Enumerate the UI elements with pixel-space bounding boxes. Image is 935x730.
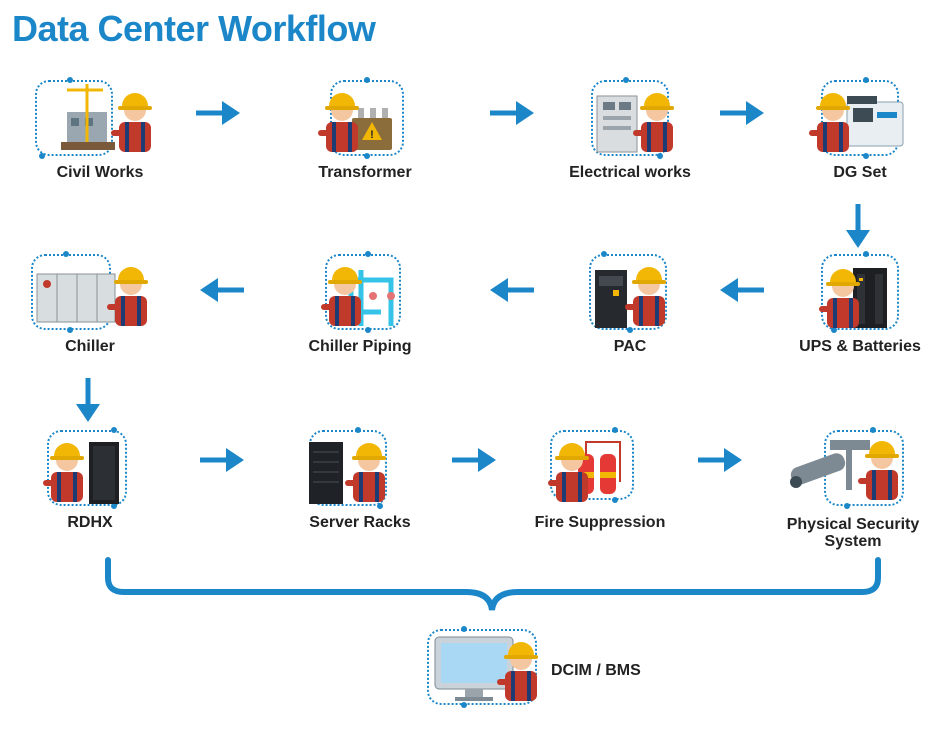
frame-dot [612, 427, 618, 433]
frame-dot [365, 327, 371, 333]
monitor-icon [434, 636, 538, 701]
frame-dot [627, 327, 633, 333]
precision-ac-icon [595, 267, 666, 328]
frame-dot [39, 153, 45, 159]
frame-dot [111, 503, 117, 509]
generator-icon [809, 93, 904, 152]
step-frame [325, 254, 401, 330]
flow-arrow-left [720, 278, 764, 302]
piping-icon [321, 267, 395, 326]
step-frame [821, 254, 899, 330]
chiller-icon [36, 267, 148, 326]
flow-arrow-right [490, 101, 534, 125]
electrical-panel-icon [596, 93, 674, 153]
step-label: Civil Works [56, 164, 144, 181]
step-dg-set: DG Set [795, 77, 925, 182]
cctv-camera-icon [790, 440, 899, 500]
step-label: RDHX [67, 514, 113, 531]
step-label: Fire Suppression [534, 514, 666, 531]
frame-dot [863, 251, 869, 257]
frame-dot [844, 503, 850, 509]
transformer-icon: ! [318, 93, 392, 152]
construction-icon [61, 84, 152, 152]
flow-arrow-right [196, 101, 240, 125]
step-civil-works: Civil Works [35, 77, 165, 182]
frame-dot [377, 503, 383, 509]
step-label: PAC [613, 338, 647, 355]
step-frame [550, 430, 634, 500]
frame-dot [365, 251, 371, 257]
step-frame [591, 80, 669, 156]
rack-door-icon [43, 442, 119, 504]
step-label: Electrical works [569, 164, 691, 181]
step-electrical-works: Electrical works [565, 77, 695, 182]
step-label: Transformer [318, 164, 412, 181]
step-label: DCIM / BMS [551, 662, 641, 679]
curly-brace-icon [105, 557, 881, 611]
frame-dot [601, 251, 607, 257]
frame-dot [863, 153, 869, 159]
step-frame [427, 629, 537, 705]
frame-dot [831, 327, 837, 333]
step-frame [35, 80, 113, 156]
flow-arrow-right [200, 448, 244, 472]
step-fire-suppression: Fire Suppression [530, 427, 670, 532]
step-frame [47, 430, 127, 506]
frame-dot [63, 251, 69, 257]
frame-dot [364, 153, 370, 159]
frame-dot [623, 77, 629, 83]
step-label: Physical Security System [786, 516, 920, 550]
frame-dot [657, 153, 663, 159]
ups-icon [819, 268, 887, 328]
page-title: Data Center Workflow [12, 8, 376, 49]
step-label: Server Racks [309, 514, 411, 531]
flow-arrow-left [200, 278, 244, 302]
step-label: UPS & Batteries [799, 338, 921, 355]
frame-dot [67, 327, 73, 333]
step-label: DG Set [833, 164, 887, 181]
frame-dot [364, 77, 370, 83]
frame-dot [612, 497, 618, 503]
step-label: Chiller [65, 338, 115, 355]
step-rdhx: RDHX [25, 427, 155, 532]
flow-arrow-down [76, 378, 100, 422]
step-physical-security: Physical Security System [780, 427, 930, 552]
step-label: Chiller Piping [308, 338, 412, 355]
fire-extinguisher-icon [548, 441, 621, 502]
step-chiller: Chiller [25, 251, 155, 356]
flow-arrow-right [698, 448, 742, 472]
flow-arrow-left [490, 278, 534, 302]
svg-text:!: ! [370, 129, 374, 141]
frame-dot [111, 427, 117, 433]
step-dcim-bms: DCIM / BMS [425, 625, 665, 715]
frame-dot [461, 626, 467, 632]
step-chiller-piping: Chiller Piping [295, 251, 425, 356]
step-transformer: ! Transformer [300, 77, 430, 182]
server-rack-icon [309, 442, 386, 504]
flow-arrow-right [720, 101, 764, 125]
frame-dot [355, 427, 361, 433]
step-server-racks: Server Racks [295, 427, 425, 532]
flow-arrow-right [452, 448, 496, 472]
flow-arrow-down [846, 204, 870, 248]
frame-dot [863, 77, 869, 83]
frame-dot [67, 77, 73, 83]
step-pac: PAC [565, 251, 695, 356]
step-ups-batteries: UPS & Batteries [795, 251, 930, 356]
frame-dot [870, 427, 876, 433]
frame-dot [461, 702, 467, 708]
